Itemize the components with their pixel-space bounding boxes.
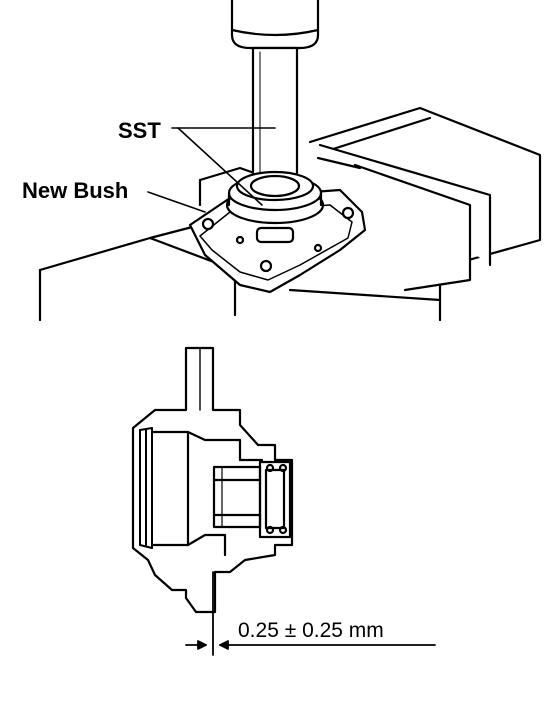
shaft-section [212,465,262,529]
sst-label: SST [118,118,161,143]
new-bush-label: New Bush [22,178,129,203]
bush-section [258,460,292,539]
left-wall [139,427,153,549]
press-ram [230,0,320,50]
dimension-marker [185,571,436,656]
housing-section [131,346,294,614]
press-illustration [38,0,542,322]
sst-shaft [251,46,299,190]
workbench-block-left [38,223,442,322]
bore [150,430,264,557]
clearance-dimension-label: 0.25 ± 0.25 mm [238,619,384,642]
leader-lines [147,127,276,213]
